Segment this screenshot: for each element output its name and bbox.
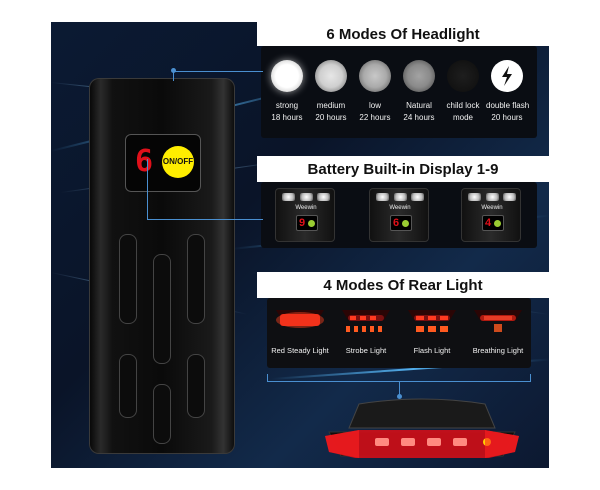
mode-name: child lock bbox=[446, 101, 480, 110]
lamp-low-icon bbox=[359, 60, 391, 92]
mini-led-row bbox=[376, 193, 424, 201]
mini-brand: Weewin bbox=[481, 205, 503, 211]
led-icon bbox=[393, 193, 407, 201]
device-groove bbox=[153, 384, 171, 444]
led-icon bbox=[299, 193, 313, 201]
power-dot-icon bbox=[308, 220, 315, 227]
mode-label: Natural 24 hours bbox=[398, 100, 440, 124]
lamp-medium-icon bbox=[315, 60, 347, 92]
mode-name: strong bbox=[275, 101, 299, 110]
connector-line bbox=[147, 159, 148, 219]
mode-duration: 20 hours bbox=[315, 113, 347, 122]
display-digit: 6 bbox=[135, 144, 154, 179]
rear-lamp-icon bbox=[406, 304, 458, 338]
mode-duration: 20 hours bbox=[491, 113, 523, 122]
rear-mode-label: Strobe Light bbox=[345, 346, 387, 355]
rear-mode-flash: Flash Light bbox=[399, 304, 465, 355]
device-screen: 6 ON/OFF bbox=[125, 134, 201, 192]
power-dot-icon bbox=[402, 220, 409, 227]
rear-mode-breathing: Breathing Light bbox=[465, 304, 531, 355]
led-icon bbox=[376, 193, 389, 201]
led-icon bbox=[411, 193, 424, 201]
rear-modes-panel: Red Steady Light Strobe Light Flash Ligh… bbox=[267, 298, 531, 368]
connector-line bbox=[147, 219, 263, 220]
mini-brand: Weewin bbox=[295, 205, 317, 211]
battery-reading: 4 bbox=[485, 217, 492, 229]
lamp-strong-icon bbox=[271, 60, 303, 92]
mini-screen: 9 bbox=[296, 215, 318, 231]
battery-display-panel: Weewin 9 Weewin 6 Weewin 4 bbox=[261, 182, 537, 248]
rear-lamp-icon bbox=[340, 304, 392, 338]
headlight-title: 6 Modes Of Headlight bbox=[326, 26, 480, 43]
battery-title-band bbox=[257, 156, 549, 182]
connector-line bbox=[399, 382, 400, 396]
battery-reading: 9 bbox=[299, 217, 306, 229]
device-groove bbox=[153, 254, 171, 364]
mini-light-2: Weewin 6 bbox=[369, 188, 429, 242]
power-dot-icon bbox=[494, 220, 501, 227]
rear-title-band bbox=[257, 272, 549, 298]
power-button[interactable]: ON/OFF bbox=[162, 146, 194, 178]
lamp-natural-icon bbox=[403, 60, 435, 92]
mode-label: double flash 20 hours bbox=[486, 100, 530, 124]
mode-name: double flash bbox=[486, 101, 530, 110]
mode-name: medium bbox=[316, 101, 346, 110]
connector-dot-icon bbox=[397, 394, 402, 399]
led-icon bbox=[282, 193, 295, 201]
mode-strong: strong 18 hours bbox=[266, 60, 308, 124]
device-groove bbox=[187, 234, 205, 324]
mode-duration: 22 hours bbox=[359, 113, 391, 122]
mini-led-row bbox=[468, 193, 516, 201]
battery-title: Battery Built-in Display 1-9 bbox=[307, 161, 499, 178]
rear-mode-label: Red Steady Light bbox=[271, 346, 329, 355]
rear-mode-label: Breathing Light bbox=[472, 346, 524, 355]
led-icon bbox=[317, 193, 330, 201]
rear-title: 4 Modes Of Rear Light bbox=[323, 277, 483, 294]
device-groove bbox=[119, 354, 137, 418]
headlight-title-band bbox=[257, 22, 549, 46]
mode-duration: 18 hours bbox=[271, 113, 303, 122]
mini-brand: Weewin bbox=[389, 205, 411, 211]
mode-label: strong 18 hours bbox=[266, 100, 308, 124]
mini-screen: 4 bbox=[482, 215, 504, 231]
mode-natural: Natural 24 hours bbox=[398, 60, 440, 124]
rear-light-product bbox=[319, 394, 525, 468]
led-icon bbox=[485, 193, 499, 201]
led-icon bbox=[503, 193, 516, 201]
connector-line bbox=[173, 71, 263, 72]
rear-mode-steady: Red Steady Light bbox=[267, 304, 333, 355]
led-icon bbox=[468, 193, 481, 201]
rear-lamp-icon bbox=[472, 304, 524, 338]
mode-low: low 22 hours bbox=[354, 60, 396, 124]
mode-name: low bbox=[368, 101, 381, 110]
device-groove bbox=[187, 354, 205, 418]
battery-reading: 6 bbox=[393, 217, 400, 229]
mode-label: medium 20 hours bbox=[310, 100, 352, 124]
mini-light-3: Weewin 4 bbox=[461, 188, 521, 242]
connector-line bbox=[173, 71, 174, 81]
mode-child-lock: child lock mode bbox=[442, 60, 484, 124]
mode-duration: 24 hours bbox=[403, 113, 435, 122]
rear-lamp-icon bbox=[274, 304, 326, 338]
mode-medium: medium 20 hours bbox=[310, 60, 352, 124]
device-groove bbox=[119, 234, 137, 324]
rear-mode-label: Flash Light bbox=[413, 346, 451, 355]
headlight-device: 6 ON/OFF bbox=[89, 78, 235, 454]
lightning-icon bbox=[491, 60, 523, 92]
mode-duration: mode bbox=[452, 113, 473, 122]
connector-line bbox=[267, 374, 531, 382]
product-canvas: 6 Modes Of Headlight strong 18 hours medi… bbox=[51, 22, 549, 468]
mode-double-flash: double flash 20 hours bbox=[486, 60, 530, 124]
mode-label: low 22 hours bbox=[354, 100, 396, 124]
mode-label: child lock mode bbox=[442, 100, 484, 124]
connector-dot-icon bbox=[171, 68, 176, 73]
mini-led-row bbox=[282, 193, 330, 201]
rear-mode-strobe: Strobe Light bbox=[333, 304, 399, 355]
headlight-modes-panel: strong 18 hours medium 20 hours low 22 hour… bbox=[261, 46, 537, 138]
mode-name: Natural bbox=[406, 101, 432, 110]
mini-light-1: Weewin 9 bbox=[275, 188, 335, 242]
lamp-child-lock-icon bbox=[447, 60, 479, 92]
mini-screen: 6 bbox=[390, 215, 412, 231]
